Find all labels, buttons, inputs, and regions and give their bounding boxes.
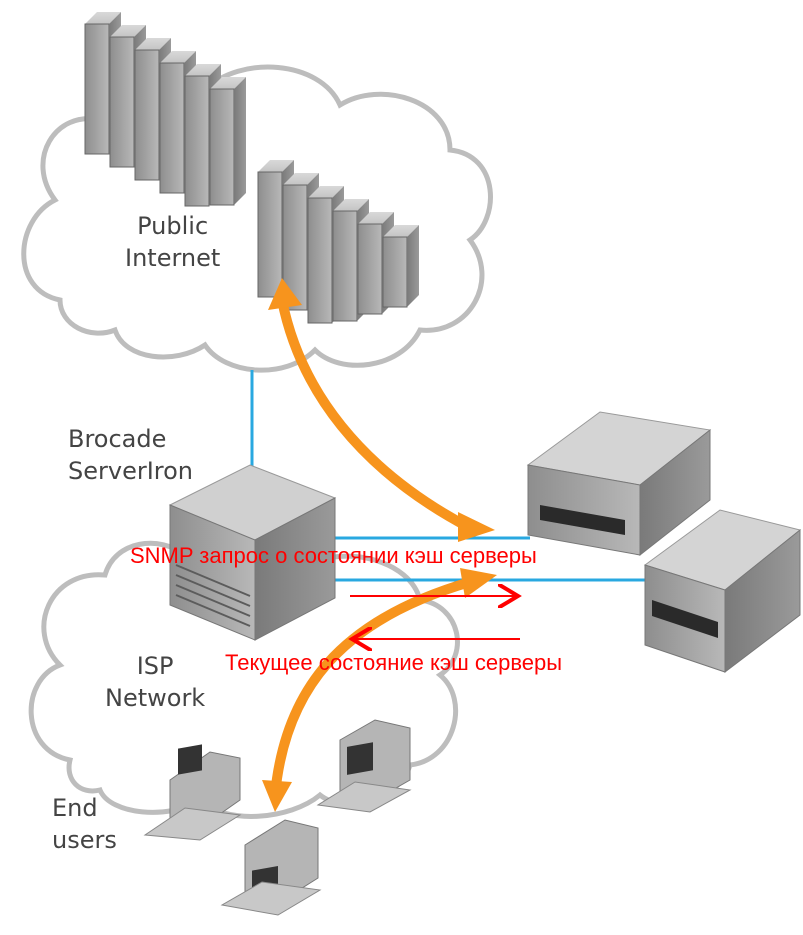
public-internet-label: Public Internet bbox=[125, 212, 221, 272]
end-users-label: End users bbox=[52, 794, 117, 854]
brocade-serveriron-label: Brocade ServerIron bbox=[68, 425, 194, 485]
flow-arrow-internet-cache bbox=[268, 278, 495, 542]
current-state-annotation: Текущее состояние кэш серверы bbox=[225, 650, 563, 675]
flow-arrow-users-cache bbox=[262, 568, 497, 812]
cache-server-1 bbox=[526, 411, 712, 557]
isp-network-label: ISP Network bbox=[105, 652, 206, 712]
server-rack-group-middle bbox=[257, 160, 419, 324]
computer-1 bbox=[143, 744, 242, 841]
serveriron-switch bbox=[168, 464, 337, 641]
server-rack-group-top bbox=[84, 12, 246, 207]
snmp-request-annotation: SNMP запрос о состоянии кэш серверы bbox=[130, 543, 537, 568]
computer-2 bbox=[316, 719, 412, 813]
cache-server-2 bbox=[643, 509, 802, 674]
computer-3 bbox=[220, 819, 322, 916]
